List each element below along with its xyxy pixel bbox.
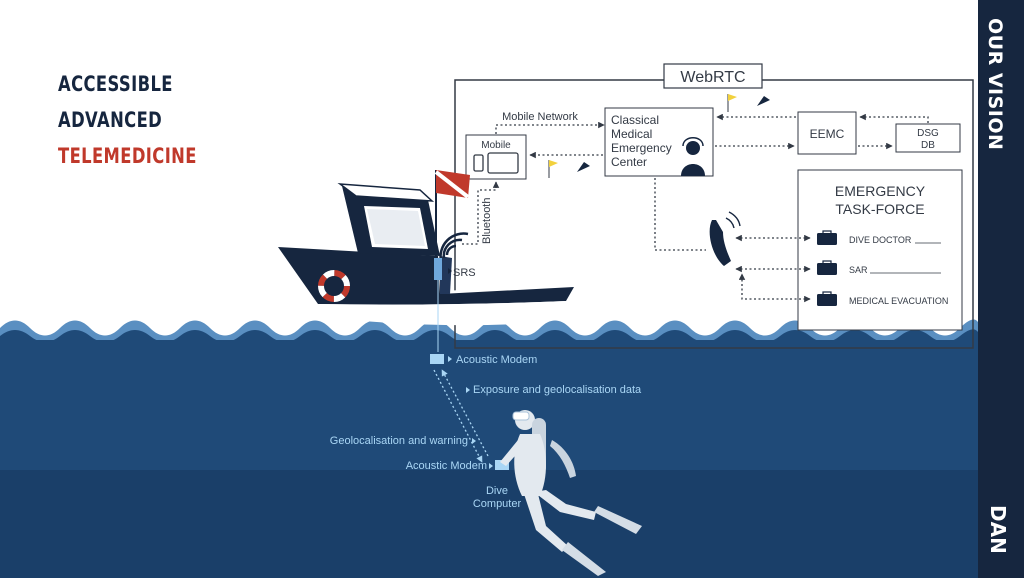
dsg-line2: DB (921, 140, 935, 151)
dsg-line1: DSG (917, 128, 939, 139)
acoustic-modem-bottom-icon (495, 460, 509, 470)
mobile-network-label: Mobile Network (502, 111, 578, 123)
task-force-item-dive-doctor: DIVE DOCTOR (817, 230, 941, 245)
phone-tablet-icon (473, 152, 519, 174)
modem-link-up (441, 369, 489, 457)
boat-stripe (318, 301, 566, 315)
phone-to-evacuation-arrow (738, 273, 811, 303)
dan-logo: DAN (986, 505, 1010, 554)
task-force-item-medical-evacuation: MEDICAL EVACUATION (817, 291, 948, 306)
dsg-to-eemc-arrow (859, 113, 929, 123)
mobile-label: Mobile (481, 140, 511, 151)
mobile-box (465, 134, 527, 180)
medical-kit-icon (817, 233, 837, 245)
waves (0, 319, 978, 346)
operator-headset-icon (681, 137, 705, 176)
boat-shadow-panel (440, 256, 452, 294)
sidebar (978, 0, 1024, 578)
task-force-item-label: SAR (849, 265, 868, 275)
center-line3: Emergency (611, 141, 672, 155)
task-force-item-label: MEDICAL EVACUATION (849, 296, 948, 306)
boat-cabin-roof (337, 183, 435, 202)
eemc-label: EEMC (810, 127, 845, 141)
dsg-db-box (895, 123, 961, 153)
headline-line2: ADVANCED (58, 108, 163, 132)
diver-illustration (500, 410, 642, 576)
task-force-line2: TASK-FORCE (835, 201, 924, 217)
eemc-box (797, 111, 857, 155)
mobile-network-arrow (495, 121, 605, 134)
webrtc-label: WebRTC (680, 69, 745, 86)
acoustic-modem-top-icon (430, 354, 444, 364)
boat (278, 170, 574, 326)
sea-deep (0, 470, 978, 578)
wireless-signal-icon (439, 232, 469, 262)
task-force-line1: EMERGENCY (835, 183, 926, 199)
headline-line3: TELEMEDICINE (58, 144, 197, 168)
boat-hull (278, 247, 574, 305)
exposure-data-label: Exposure and geolocalisation data (473, 384, 642, 396)
boat-window-glass (367, 209, 425, 246)
medical-kit-icon (817, 294, 837, 306)
geo-warning-label: Geolocalisation and warning (330, 435, 468, 447)
flag-icon (727, 94, 737, 112)
dive-computer-line2: Computer (473, 498, 522, 510)
center-line4: Center (611, 155, 647, 169)
acoustic-modem-bottom-label: Acoustic Modem (406, 460, 487, 472)
medical-kit-icon (817, 263, 837, 275)
webrtc-label-box (663, 63, 763, 89)
flag-icon (548, 160, 558, 178)
srs-device (434, 258, 442, 280)
dive-computer-line1: Dive (486, 485, 508, 497)
flag-dark-icon (577, 162, 590, 172)
headline-line1: ACCESSIBLE (58, 72, 173, 96)
srs-label: SRS (453, 267, 476, 279)
our-vision-label: OUR VISION (984, 18, 1006, 151)
acoustic-modem-top-label: Acoustic Modem (456, 354, 537, 366)
telephone-icon (709, 211, 741, 266)
bluetooth-label: Bluetooth (481, 198, 493, 244)
task-force-item-label: DIVE DOCTOR (849, 235, 912, 245)
task-force-item-sar: SAR (817, 260, 941, 275)
center-line2: Medical (611, 127, 652, 141)
bluetooth-arrow (462, 181, 500, 245)
modem-link-down (433, 369, 483, 463)
flag-dark-icon (757, 96, 770, 106)
center-to-phone-line (654, 178, 706, 251)
center-line1: Classical (611, 113, 659, 127)
